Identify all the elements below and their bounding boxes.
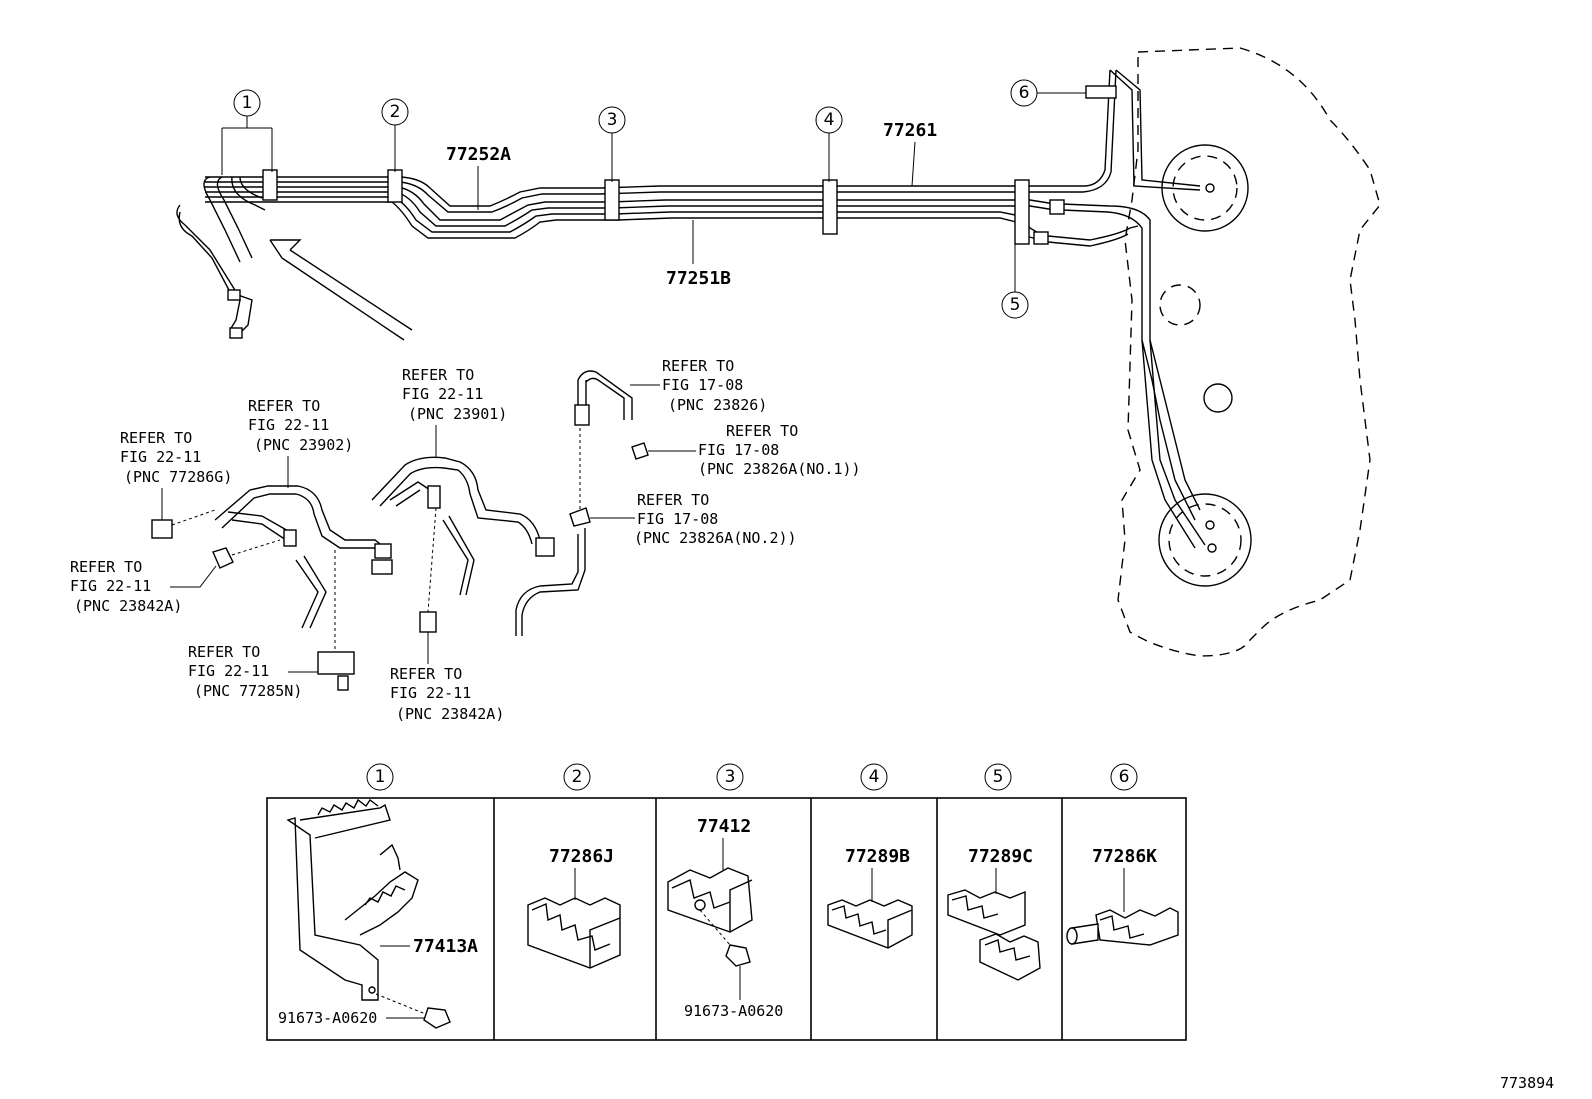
callout-6: 6	[1019, 83, 1030, 103]
callout-markers: 1 2 3 4 5 6	[233, 79, 1086, 319]
refer-23842a-bottom-l1: REFER TO	[390, 665, 462, 683]
bolt-91673-a0620-cell3: 91673-A0620	[684, 1002, 783, 1020]
refer-23826a1-l1: REFER TO	[726, 422, 798, 440]
part-77289c: 77289C	[968, 846, 1033, 867]
refer-77286g-l3: (PNC 77286G)	[124, 468, 232, 486]
clamp-77289b-illustration	[827, 899, 913, 949]
refer-23901-l1: REFER TO	[402, 366, 474, 384]
callout-1: 1	[242, 93, 253, 113]
table-header-1: 1	[375, 767, 386, 787]
refer-23826a2-l2: FIG 17-08	[637, 510, 718, 528]
figure-id: 773894	[1500, 1074, 1554, 1092]
table-header-3: 3	[725, 767, 736, 787]
table-header-5: 5	[993, 767, 1004, 787]
part-77251b: 77251B	[666, 268, 731, 289]
refer-23826-l1: REFER TO	[662, 357, 734, 375]
refer-23902-l3: (PNC 23902)	[254, 436, 353, 454]
refer-labels: REFER TO FIG 22-11 (PNC 77286G) REFER TO…	[70, 357, 861, 723]
part-77412: 77412	[697, 816, 751, 837]
clamp-77289c-illustration	[947, 889, 1041, 981]
refer-23826-l2: FIG 17-08	[662, 376, 743, 394]
refer-23826a1-l3: (PNC 23826A(NO.1))	[698, 460, 861, 478]
table-header-4: 4	[869, 767, 880, 787]
refer-23901-l3: (PNC 23901)	[408, 405, 507, 423]
table-header-2: 2	[572, 767, 583, 787]
callout-2: 2	[390, 102, 401, 122]
refer-23826-l3: (PNC 23826)	[668, 396, 767, 414]
refer-23842a-left-l3: (PNC 23842A)	[74, 597, 182, 615]
callout-4: 4	[824, 110, 835, 130]
callout-5: 5	[1010, 295, 1021, 315]
part-77252a: 77252A	[446, 144, 511, 165]
refer-23826a1-l2: FIG 17-08	[698, 441, 779, 459]
refer-23902-l2: FIG 22-11	[248, 416, 329, 434]
refer-77286g-l2: FIG 22-11	[120, 448, 201, 466]
refer-77286g-l1: REFER TO	[120, 429, 192, 447]
bracket-77413a-illustration	[286, 798, 451, 1029]
table-header-6: 6	[1119, 767, 1130, 787]
part-77286j: 77286J	[549, 846, 614, 867]
part-77413a: 77413A	[413, 936, 478, 957]
bolt-91673-a0620-cell1: 91673-A0620	[278, 1009, 377, 1027]
refer-23842a-left-l2: FIG 22-11	[70, 577, 151, 595]
callout-3: 3	[607, 110, 618, 130]
refer-23842a-bottom-l3: (PNC 23842A)	[396, 705, 504, 723]
refer-23902-l1: REFER TO	[248, 397, 320, 415]
refer-23826a2-l3: (PNC 23826A(NO.2))	[634, 529, 797, 547]
part-77286k: 77286K	[1092, 846, 1157, 867]
part-77289b: 77289B	[845, 846, 910, 867]
clamp-77286k-illustration	[1066, 907, 1179, 946]
refer-77285n-l2: FIG 22-11	[188, 662, 269, 680]
refer-23901-l2: FIG 22-11	[402, 385, 483, 403]
refer-23842a-bottom-l2: FIG 22-11	[390, 684, 471, 702]
refer-77285n-l3: (PNC 77285N)	[194, 682, 302, 700]
clamp-77286j-illustration	[527, 897, 621, 969]
refer-23826a2-l1: REFER TO	[637, 491, 709, 509]
refer-23842a-left-l1: REFER TO	[70, 558, 142, 576]
clamp-parts-table: 1 2 3 4 5 6 77413A	[266, 763, 1187, 1041]
fuel-line-assembly	[176, 47, 1381, 657]
part-77261: 77261	[883, 120, 937, 141]
sub-components	[151, 370, 649, 691]
clamp-77412-illustration	[667, 867, 753, 1000]
main-part-numbers: 77252A 77261 77251B	[446, 120, 937, 289]
refer-77285n-l1: REFER TO	[188, 643, 260, 661]
